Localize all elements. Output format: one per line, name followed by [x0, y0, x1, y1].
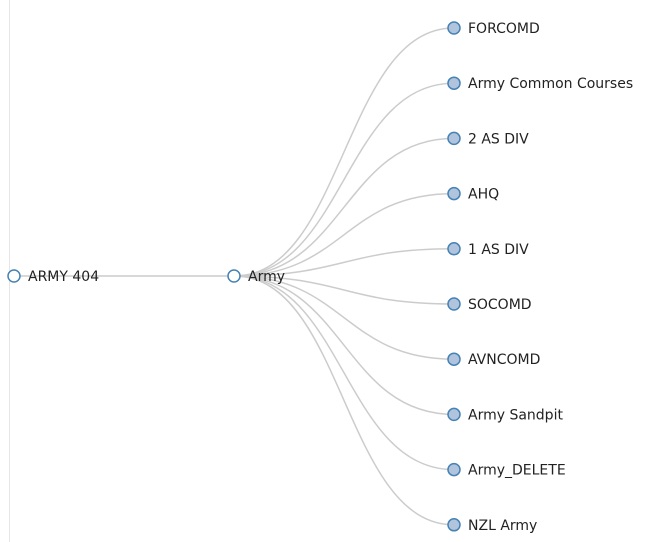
leaf-node[interactable]: Army Common Courses [447, 76, 633, 92]
leaf-node-label: Army Sandpit [468, 407, 563, 423]
leaf-node-circle[interactable] [447, 21, 461, 35]
leaf-node-circle[interactable] [447, 186, 461, 201]
edge-branch-to-leaf [233, 275, 455, 471]
edge-branch-to-leaf [233, 275, 455, 305]
edge-branch-to-leaf [233, 275, 455, 360]
edge-branch-to-leaf [233, 192, 455, 277]
leaf-node-label: Army Common Courses [468, 76, 633, 92]
branch-node-circle[interactable] [227, 269, 241, 283]
leaf-node[interactable]: FORCOMD [447, 21, 540, 37]
leaf-node-circle[interactable] [447, 76, 461, 90]
root-node[interactable]: ARMY 404 [7, 269, 99, 285]
leaf-node-label: Army_DELETE [468, 463, 566, 479]
edge-branch-to-leaf [233, 275, 455, 416]
edge-branch-to-leaf [233, 82, 455, 277]
edge-branch-to-leaf [233, 275, 455, 526]
leaf-node-circle[interactable] [447, 131, 461, 146]
leaf-node-label: AVNCOMD [468, 352, 540, 368]
leaf-node[interactable]: AHQ [447, 186, 499, 203]
leaf-node-label: NZL Army [468, 518, 537, 534]
leaf-node-circle[interactable] [447, 242, 461, 256]
nodes-group: ARMY 404 Army FORCOMD Army Common Courses… [7, 21, 633, 534]
leaf-node-circle[interactable] [447, 462, 461, 477]
root-node-label: ARMY 404 [28, 269, 99, 285]
edge-branch-to-leaf [233, 248, 455, 277]
leaf-node-circle[interactable] [447, 352, 461, 366]
leaf-node-label: FORCOMD [468, 21, 540, 37]
branch-node[interactable]: Army [227, 269, 285, 285]
leaf-node[interactable]: SOCOMD [447, 297, 532, 313]
leaf-node-label: 2 AS DIV [468, 131, 529, 147]
leaf-node[interactable]: Army Sandpit [447, 407, 563, 423]
edges-group [14, 27, 455, 526]
leaf-node[interactable]: 1 AS DIV [447, 242, 529, 258]
leaf-node-label: AHQ [468, 187, 499, 203]
edge-branch-to-leaf [233, 137, 455, 277]
leaf-node-label: SOCOMD [468, 297, 532, 313]
leaf-node-circle[interactable] [447, 297, 461, 311]
branch-node-label: Army [248, 269, 285, 285]
leaf-node[interactable]: AVNCOMD [447, 352, 540, 368]
leaf-node-circle[interactable] [447, 407, 461, 422]
root-node-circle[interactable] [7, 269, 21, 283]
edge-branch-to-leaf [233, 27, 455, 277]
leaf-node[interactable]: Army_DELETE [447, 462, 566, 479]
leaf-node[interactable]: 2 AS DIV [447, 131, 529, 147]
leaf-node-circle[interactable] [447, 518, 461, 532]
leaf-node[interactable]: NZL Army [447, 518, 537, 534]
leaf-node-label: 1 AS DIV [468, 242, 529, 258]
